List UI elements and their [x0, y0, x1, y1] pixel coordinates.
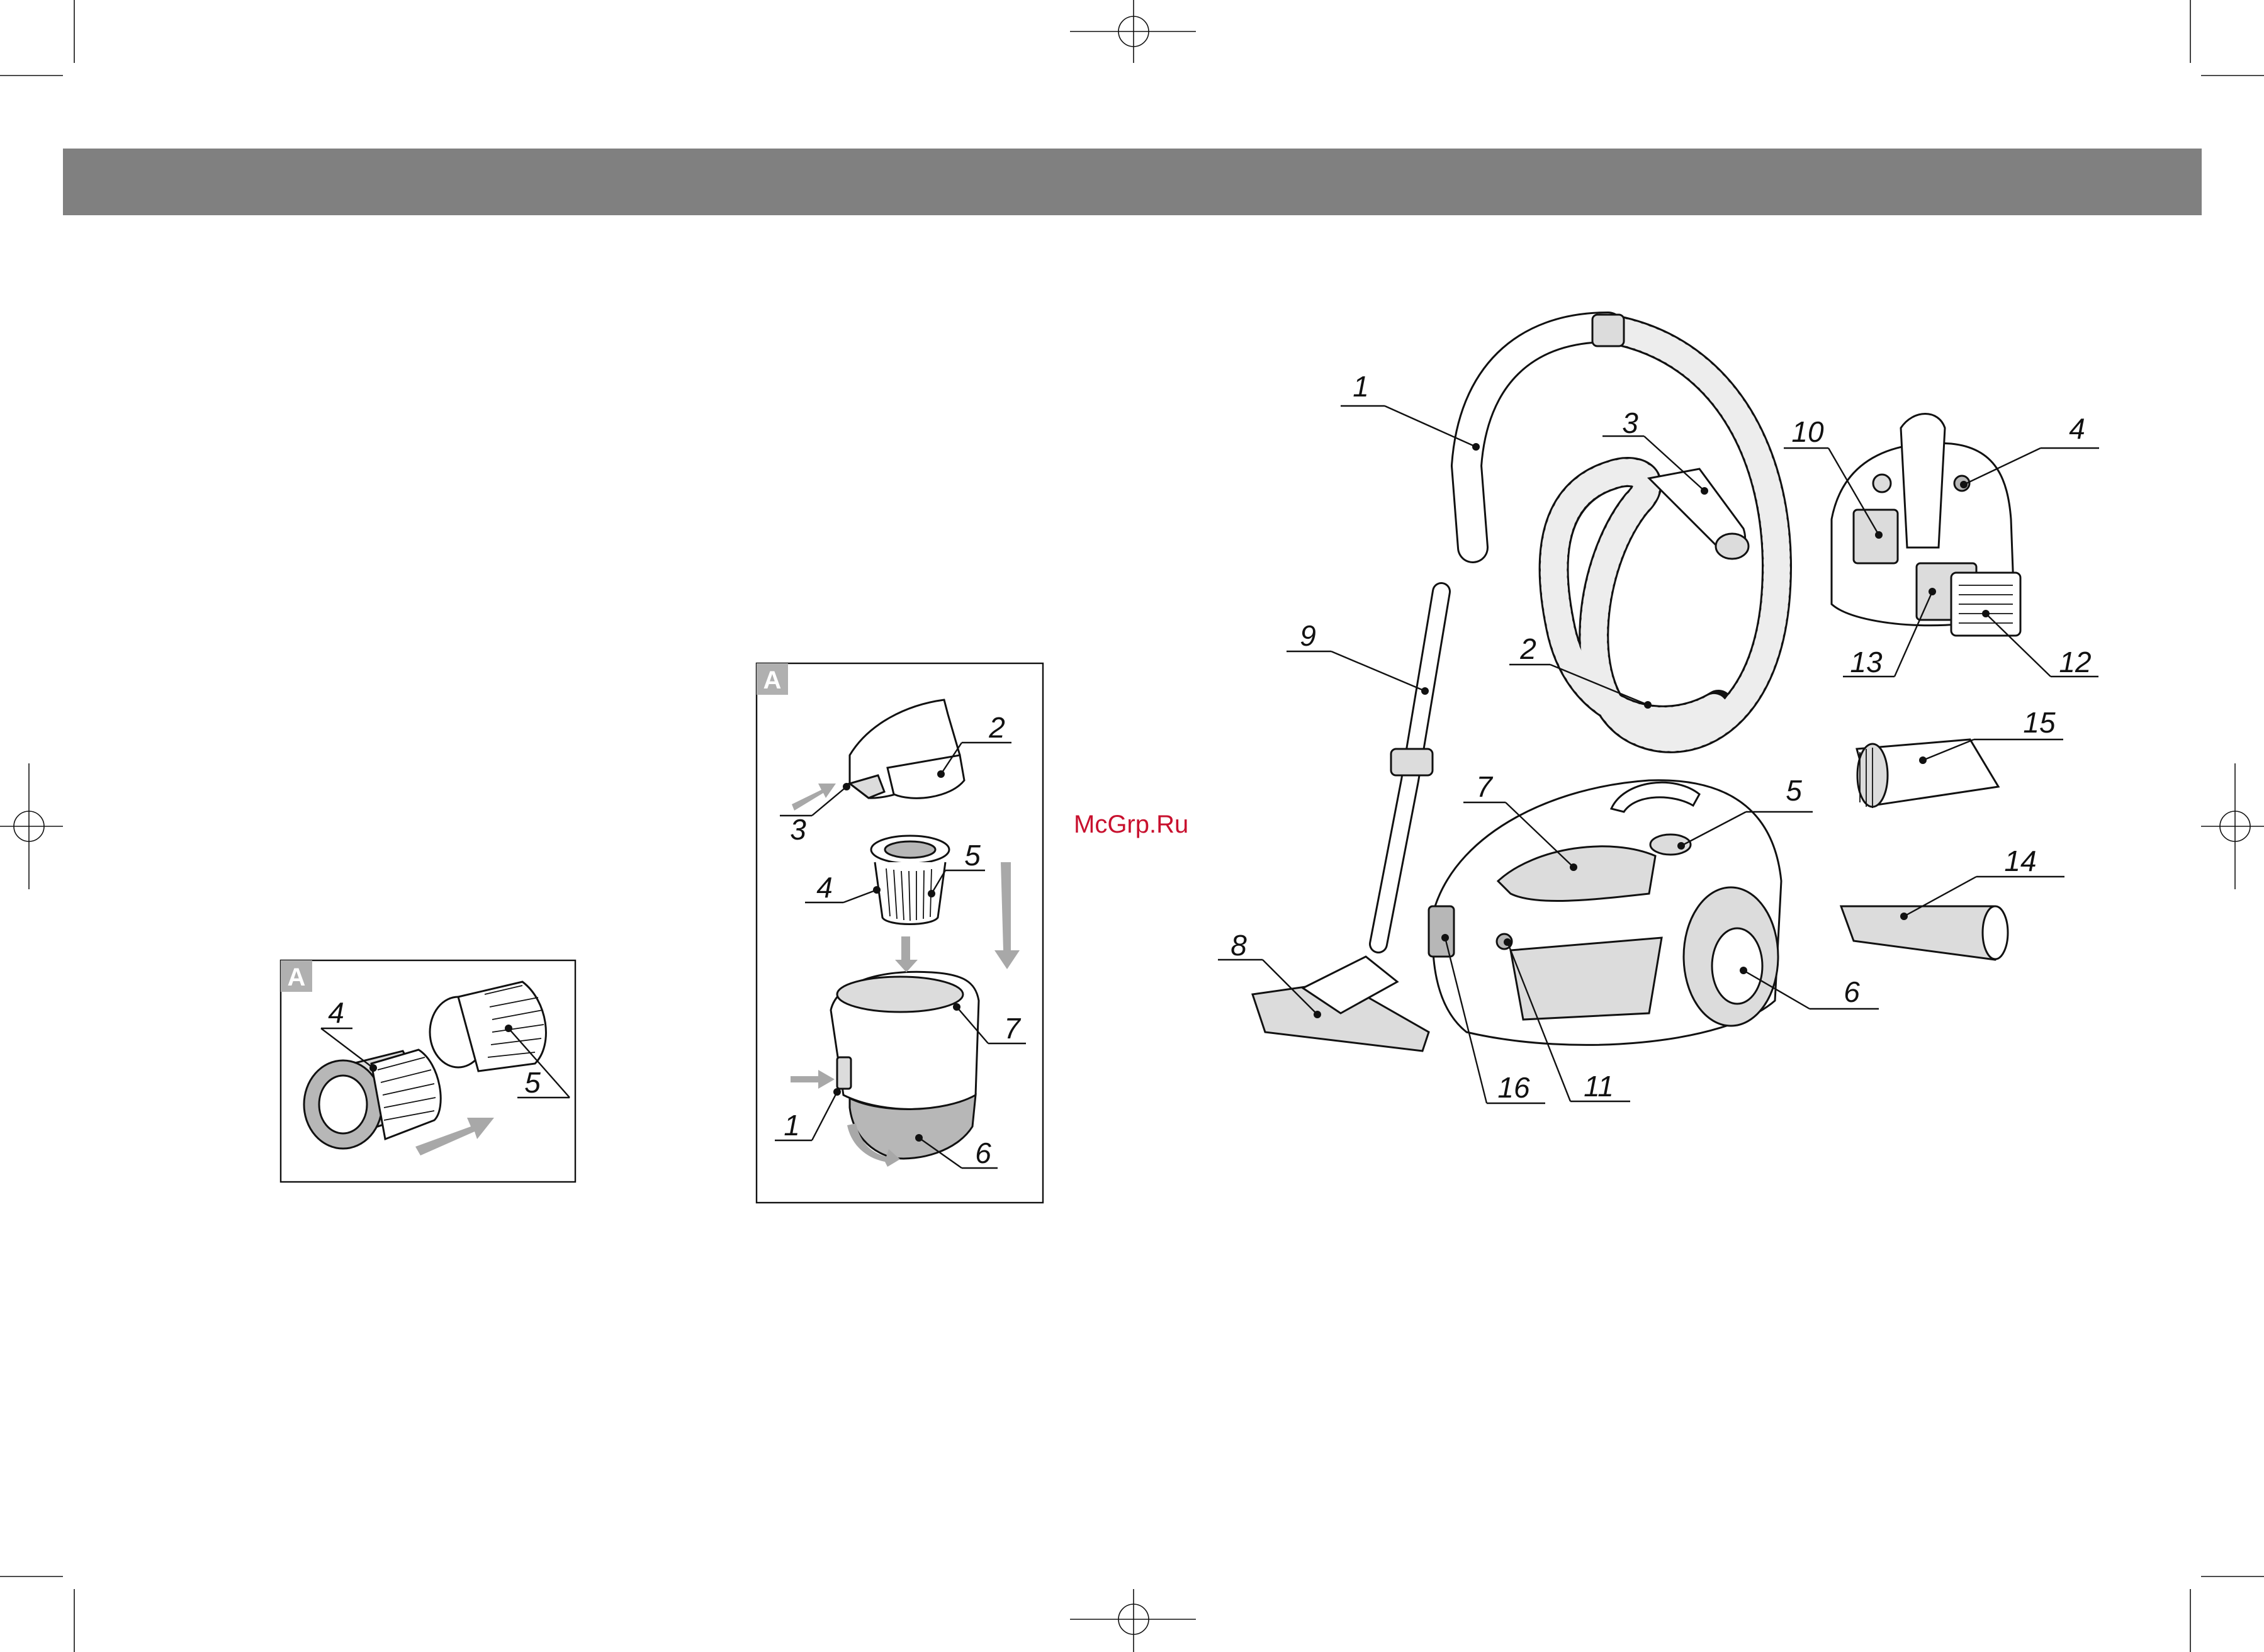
callout-handle: 1	[784, 1109, 800, 1142]
crevice-nozzle-illustration	[1841, 906, 2008, 960]
registration-mark-left	[0, 763, 63, 889]
callout-floor-brush: 8	[1231, 929, 1247, 962]
callout-hose: 2	[1519, 632, 1536, 665]
callout-hepa-filter: 13	[1850, 646, 1883, 678]
figure-tag: A	[763, 666, 782, 694]
figure-vacuum-cleaner: 1 3 2 9 8 7 5 6 16 1	[1218, 315, 2099, 1104]
watermark: McGrp.Ru	[1074, 811, 1188, 839]
callout-filter: 4	[328, 996, 344, 1029]
vacuum-rear-view-illustration	[1832, 414, 2020, 636]
callout-release-button: 5	[1786, 774, 1802, 807]
callout-container: 7	[1476, 770, 1493, 803]
callout-outlet-grille: 12	[2059, 646, 2091, 678]
callout-handle: 1	[1353, 370, 1369, 403]
callout-switch: 10	[1791, 415, 1824, 448]
callout-mesh: 5	[964, 839, 981, 872]
callout-cover: 2	[988, 711, 1005, 744]
callout-container: 7	[1004, 1012, 1021, 1045]
container-lid-illustration	[850, 700, 964, 798]
registration-mark-right	[2201, 763, 2264, 889]
registration-mark-bottom	[1070, 1589, 1196, 1652]
callout-filter: 4	[816, 871, 833, 904]
figure-tag: A	[288, 964, 306, 991]
callout-bottom: 6	[975, 1137, 991, 1169]
callout-cord-button: 4	[2069, 412, 2085, 445]
callout-power-indicator: 11	[1584, 1070, 1614, 1103]
callout-hose-inlet: 16	[1497, 1071, 1530, 1104]
vacuum-body-illustration	[1429, 780, 1781, 1045]
callout-crevice-nozzle: 14	[2004, 845, 2036, 877]
callout-tube: 9	[1300, 619, 1316, 652]
callout-mesh: 5	[524, 1066, 541, 1099]
callout-hose-connector: 3	[1622, 407, 1638, 439]
dust-brush-illustration	[1857, 739, 1998, 808]
callout-wheel: 6	[1844, 975, 1860, 1008]
mesh-cup-illustration	[430, 982, 546, 1071]
callout-button: 3	[790, 813, 806, 846]
callout-dust-brush: 15	[2023, 706, 2056, 739]
figure-container-exploded: A 2	[757, 663, 1043, 1203]
figure-filter-assembly: A 4 5	[281, 960, 575, 1182]
filter-stack-illustration	[871, 836, 949, 924]
registration-mark-top	[1070, 0, 1196, 63]
